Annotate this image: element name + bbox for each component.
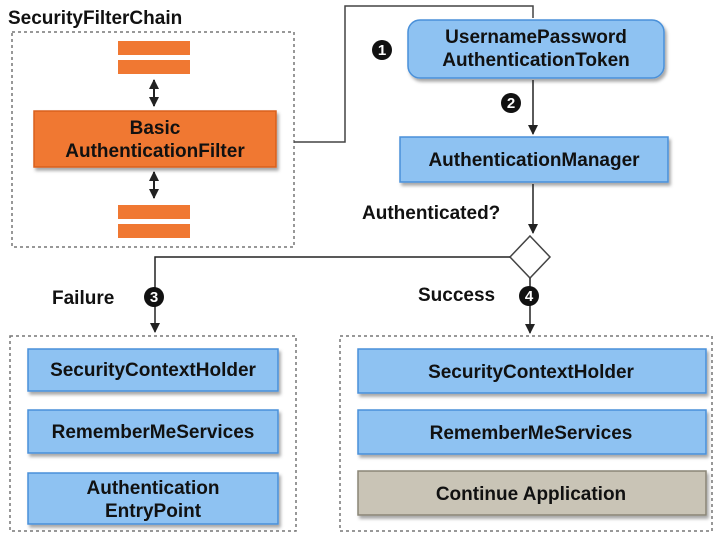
step-3-badge: 3 (144, 287, 164, 307)
token-line1: UsernamePassword (445, 27, 627, 48)
authenticated-decision-diamond (508, 234, 552, 280)
authenticated-question-label: Authenticated? (362, 203, 500, 224)
basic-authentication-filter: Basic AuthenticationFilter (33, 110, 277, 168)
step-4-number: 4 (525, 288, 534, 305)
authentication-manager: AuthenticationManager (399, 136, 669, 183)
success-label: Success (418, 285, 495, 306)
success-group (339, 335, 713, 532)
authentication-entry-point-line2: EntryPoint (105, 501, 202, 522)
security-filter-chain-title: SecurityFilterChain (8, 8, 182, 29)
step-1-number: 1 (378, 42, 386, 59)
failure-security-context-holder: SecurityContextHolder (27, 348, 279, 392)
success-security-context-holder-label: SecurityContextHolder (428, 362, 634, 383)
authentication-entry-point-line1: Authentication (87, 478, 220, 499)
basic-authentication-filter-line1: Basic (130, 118, 181, 139)
success-remember-me-services-label: RememberMeServices (430, 423, 633, 444)
continue-application-label: Continue Application (436, 484, 626, 505)
success-remember-me-services: RememberMeServices (357, 409, 707, 455)
failure-remember-me-services: RememberMeServices (27, 409, 279, 454)
username-password-authentication-token: UsernamePassword AuthenticationToken (407, 19, 665, 79)
filter-bar-top-2 (118, 60, 190, 74)
authentication-entry-point: Authentication EntryPoint (27, 472, 279, 525)
failure-security-context-holder-label: SecurityContextHolder (50, 360, 256, 381)
filter-bar-top-1 (118, 41, 190, 55)
filter-bar-bottom-2 (118, 224, 190, 238)
step-4-badge: 4 (519, 286, 539, 306)
failure-remember-me-services-label: RememberMeServices (52, 422, 255, 443)
step-2-number: 2 (507, 95, 515, 112)
step-2-badge: 2 (501, 93, 521, 113)
authentication-manager-label: AuthenticationManager (428, 150, 640, 171)
basic-authentication-filter-line2: AuthenticationFilter (65, 141, 245, 162)
success-security-context-holder: SecurityContextHolder (357, 348, 707, 394)
failure-label: Failure (52, 288, 114, 309)
failure-group (9, 335, 297, 532)
security-filter-chain-group (11, 31, 295, 248)
filter-to-token-connector (294, 5, 534, 143)
step-3-number: 3 (150, 289, 158, 306)
filter-bar-bottom-1 (118, 205, 190, 219)
failure-branch-arrow (150, 256, 510, 333)
step-1-badge: 1 (372, 40, 392, 60)
token-line2: AuthenticationToken (442, 50, 630, 71)
continue-application: Continue Application (357, 470, 707, 516)
